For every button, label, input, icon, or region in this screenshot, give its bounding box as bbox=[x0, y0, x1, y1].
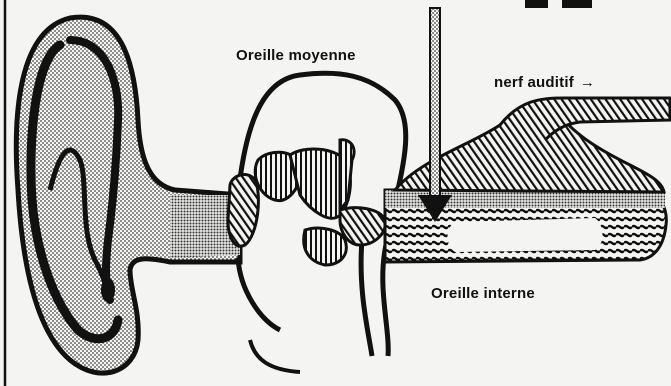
label-auditory-nerve-text: nerf auditif bbox=[494, 74, 574, 91]
label-auditory-nerve: nerf auditif → bbox=[494, 74, 595, 91]
ossicles bbox=[228, 140, 385, 265]
header-fragment bbox=[525, 0, 592, 8]
label-inner-ear: Oreille interne bbox=[431, 285, 535, 302]
arrow-right-icon: → bbox=[580, 74, 595, 91]
label-middle-ear: Oreille moyenne bbox=[236, 47, 356, 64]
